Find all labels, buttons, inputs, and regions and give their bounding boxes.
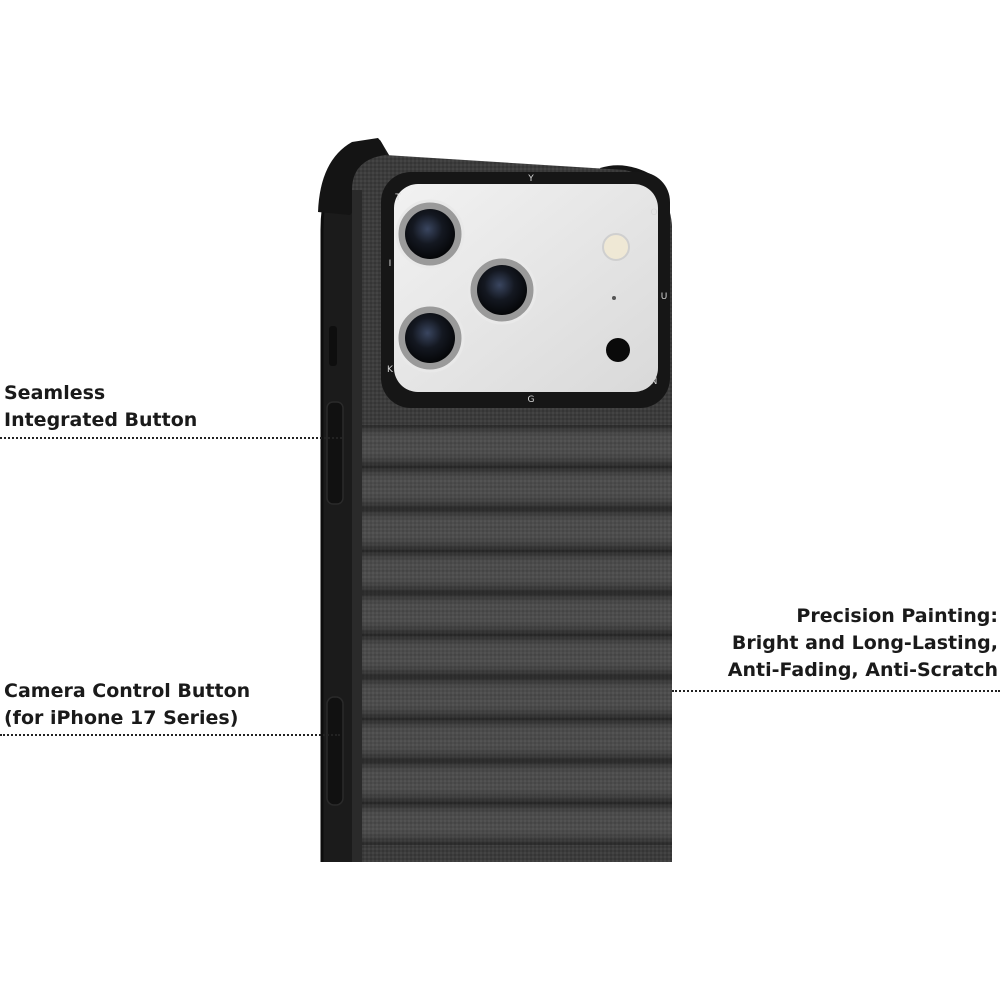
callout-seamless-button: Seamless Integrated Button <box>4 380 197 434</box>
camera-module: Y O U N G K I T <box>381 172 670 408</box>
ring-letter: N <box>651 377 658 387</box>
ring-letter: O <box>650 208 657 218</box>
mic-dot <box>612 296 616 300</box>
lens-middle <box>467 255 537 325</box>
callout-line: Precision Painting: <box>796 605 998 627</box>
callout-leader-line <box>0 734 340 736</box>
ring-letter: I <box>389 259 392 269</box>
camera-control-button-shape <box>326 696 344 806</box>
callout-line: Anti-Fading, Anti-Scratch <box>727 659 998 681</box>
callout-leader-line <box>672 690 1000 692</box>
lens-bottom-left <box>395 303 465 373</box>
callout-line: Integrated Button <box>4 409 198 431</box>
ring-letter: Y <box>527 174 534 184</box>
ring-letter: U <box>661 292 668 302</box>
ring-letter: K <box>387 365 394 375</box>
ring-letter: G <box>528 395 535 405</box>
callout-line: (for iPhone 17 Series) <box>4 707 239 729</box>
callout-camera-control: Camera Control Button (for iPhone 17 Ser… <box>4 678 250 732</box>
volume-button <box>326 401 344 505</box>
callout-line: Camera Control Button <box>4 680 251 702</box>
lidar-sensor <box>606 338 630 362</box>
ring-letter: T <box>394 193 401 203</box>
flash <box>602 233 630 261</box>
callout-line: Seamless <box>4 382 106 404</box>
side-switch <box>329 326 337 366</box>
callout-precision-painting: Precision Painting: Bright and Long-Last… <box>728 603 998 684</box>
callout-line: Bright and Long-Lasting, <box>731 632 998 654</box>
lens-top-left <box>395 199 465 269</box>
callout-leader-line <box>0 437 342 439</box>
